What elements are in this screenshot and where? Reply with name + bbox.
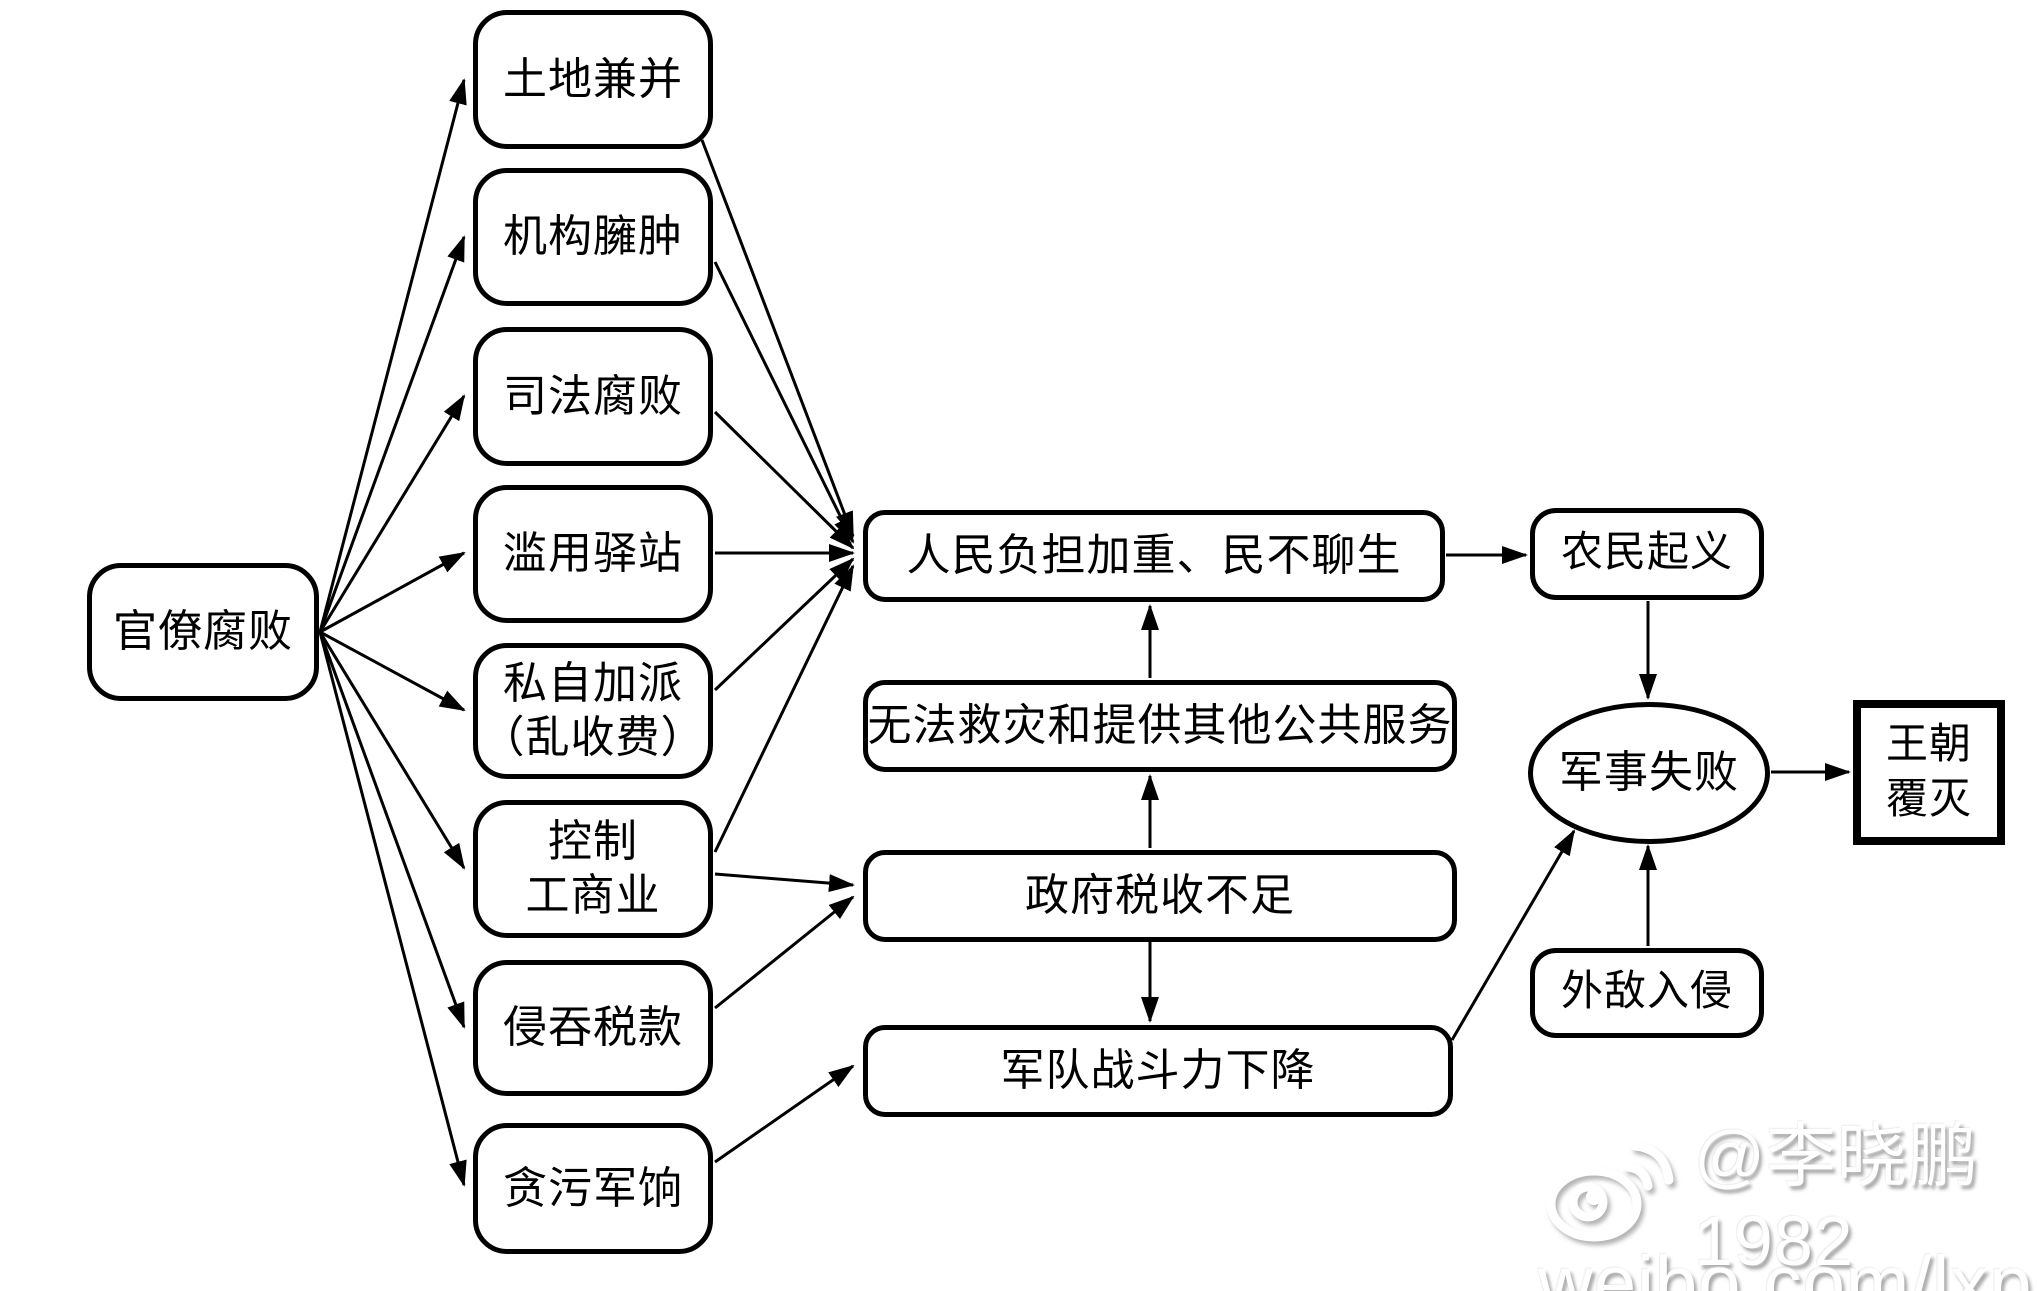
node-label-line2: （乱收费） <box>480 713 706 762</box>
node-bloated-bureaucracy: 机构臃肿 <box>473 168 713 306</box>
edge-embezzlepay-army <box>714 1064 855 1164</box>
node-embezzle-taxes: 侵吞税款 <box>473 960 713 1096</box>
node-label: 军事失败 <box>1559 748 1739 798</box>
node-label: 控制 <box>548 817 638 867</box>
node-label-line2: 工商业 <box>525 871 661 920</box>
watermark-line1: @李晓鹏1982 <box>1538 1117 2037 1280</box>
node-people-burden: 人民负担加重、民不聊生 <box>863 510 1445 602</box>
edge-judicial-peopleburden <box>713 410 855 550</box>
edge-root-courier-abuse <box>319 551 466 634</box>
edge-root-embezzle-pay <box>318 631 467 1187</box>
edge-bloated-peopleburden <box>713 261 855 544</box>
node-label: 侵吞税款 <box>503 1003 683 1053</box>
edge-root-bloated-bureaucracy <box>318 235 466 633</box>
edge-root-illegal-levies <box>319 630 466 712</box>
node-land-annexation: 土地兼并 <box>473 10 713 149</box>
node-dynasty-collapse: 王朝 覆灭 <box>1853 700 2005 845</box>
edge-army-defeat <box>1450 829 1576 1041</box>
node-label: 无法救灾和提供其他公共服务 <box>867 701 1453 751</box>
node-illegal-levies: 私自加派 （乱收费） <box>473 643 713 779</box>
watermark-url: weibo.com/lxp1982 <box>1538 1241 2037 1291</box>
node-label: 王朝 <box>1885 721 1972 768</box>
logo-inner-wave <box>1623 1162 1653 1191</box>
node-courier-station-abuse: 滥用驿站 <box>473 485 713 623</box>
logo-body <box>1546 1166 1642 1242</box>
edge-land-peopleburden <box>700 139 855 538</box>
node-label: 外敌入侵 <box>1560 969 1733 1016</box>
node-label: 司法腐败 <box>503 371 683 421</box>
node-label: 军队战斗力下降 <box>1000 1046 1316 1096</box>
node-foreign-invasion: 外敌入侵 <box>1530 948 1764 1038</box>
node-bureaucratic-corruption: 官僚腐败 <box>87 563 319 701</box>
edge-embezzletax-tax <box>714 895 855 1010</box>
node-label: 私自加派 <box>503 659 683 709</box>
node-judicial-corruption: 司法腐败 <box>473 327 713 466</box>
node-military-defeat: 军事失败 <box>1528 702 1770 844</box>
weibo-watermark: @李晓鹏1982 weibo.com/lxp1982 <box>1538 1117 2037 1291</box>
edge-commerce-tax <box>714 872 855 893</box>
node-label-line2: 覆灭 <box>1885 776 1972 823</box>
node-no-disaster-relief: 无法救灾和提供其他公共服务 <box>863 680 1457 772</box>
edge-root-land-annexation <box>318 78 467 633</box>
node-label: 机构臃肿 <box>503 212 683 262</box>
edge-root-control-commerce <box>318 631 466 870</box>
edge-levies-peopleburden <box>713 557 855 692</box>
logo-eye <box>1568 1182 1608 1222</box>
node-label: 贪污军饷 <box>503 1163 683 1213</box>
edge-root-embezzle-taxes <box>318 631 466 1029</box>
node-control-commerce: 控制 工商业 <box>473 800 713 938</box>
weibo-logo-icon <box>1546 1141 1674 1242</box>
watermark-handle: @李晓鹏1982 <box>1694 1116 1980 1280</box>
node-army-combat-decline: 军队战斗力下降 <box>863 1025 1453 1117</box>
node-label: 人民负担加重、民不聊生 <box>906 531 1402 581</box>
node-label: 土地兼并 <box>503 54 683 104</box>
node-label: 滥用驿站 <box>503 529 683 579</box>
node-label: 官僚腐败 <box>113 607 293 657</box>
node-peasant-uprising: 农民起义 <box>1530 508 1764 600</box>
logo-pupil <box>1586 1189 1602 1205</box>
edge-lines <box>318 78 1851 1187</box>
edge-commerce-peopleburden <box>713 564 855 853</box>
edge-root-judicial-corruption <box>318 394 466 633</box>
node-embezzle-military-pay: 贪污军饷 <box>473 1123 713 1254</box>
node-label: 农民起义 <box>1560 530 1733 577</box>
logo-outer-wave <box>1630 1141 1674 1185</box>
node-label: 政府税收不足 <box>1025 871 1295 921</box>
node-insufficient-tax-revenue: 政府税收不足 <box>863 850 1457 942</box>
